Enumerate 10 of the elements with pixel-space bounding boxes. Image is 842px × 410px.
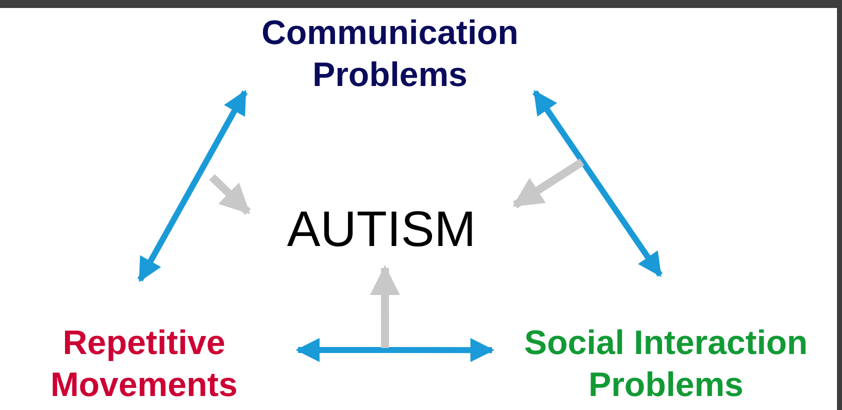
arrow [512, 158, 584, 208]
arrow [532, 90, 663, 277]
node-label: Repetitive Movements [49, 323, 239, 406]
node-label: AUTISM [287, 201, 476, 257]
node-label: Communication Problems [260, 13, 520, 96]
node-label: Social Interaction Problems [523, 323, 809, 406]
arrow [296, 338, 494, 362]
arrow [209, 174, 251, 215]
arrow [370, 265, 400, 348]
arrow [137, 90, 248, 282]
